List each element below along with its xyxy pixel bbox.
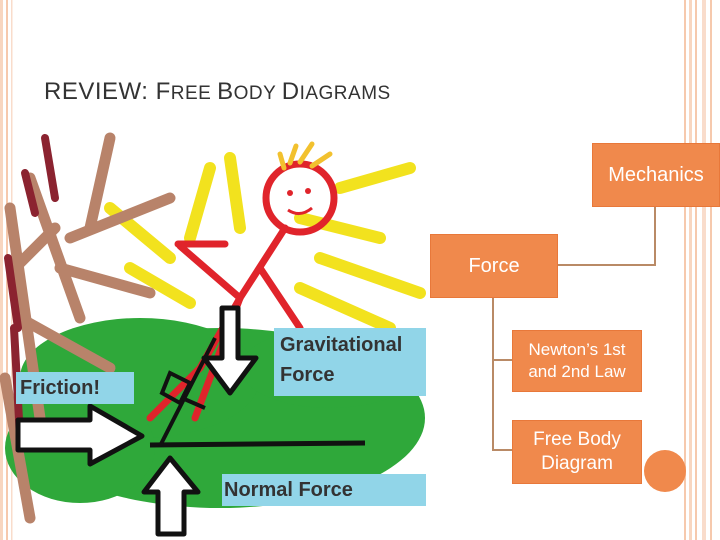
node-label: Mechanics [608,163,704,186]
node-label: Free Body Diagram [533,429,621,474]
sun-rays [104,152,426,334]
gravitational-force-label: Gravitational Force [274,328,426,396]
stick-figure-face [287,188,311,196]
friction-label: Friction! [16,372,134,404]
title-part: B [217,78,234,105]
title-part: IAGRAMS [299,83,391,104]
node-force: Force [430,234,558,298]
normal-force-arrow [141,455,201,537]
node-newtons-laws: Newton’s 1st and 2nd Law [512,330,642,392]
hair-scribble [277,141,333,171]
node-label: Force [468,254,520,277]
right-frame-decoration [684,0,712,540]
decorative-circle [644,450,686,492]
title-part: REVIEW: F [44,78,171,105]
slide-title: REVIEW: FREE BODY DIAGRAMS [44,78,391,106]
title-part: D [281,78,300,105]
title-part: REE [170,83,218,104]
ground-line [149,440,366,448]
normal-force-label: Normal Force [222,474,426,506]
title-part: ODY [233,83,282,104]
node-mechanics: Mechanics [592,143,720,207]
gravity-arrow [201,305,259,396]
node-free-body-diagram: Free Body Diagram [512,420,642,484]
friction-arrow [15,403,145,467]
node-label: Newton’s 1st and 2nd Law [528,340,626,381]
